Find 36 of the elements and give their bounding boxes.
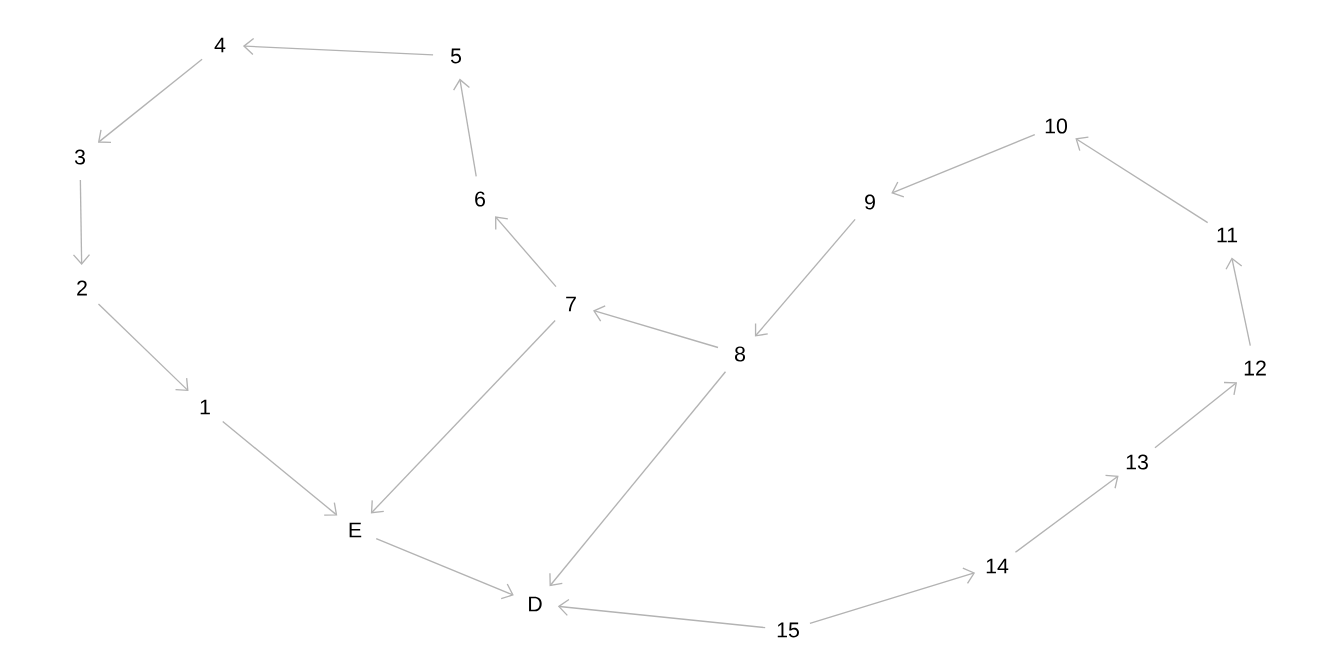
arrow xyxy=(97,58,203,144)
node-label: 12 xyxy=(1244,360,1266,376)
node-label: 4 xyxy=(214,37,226,53)
arrow xyxy=(1014,474,1119,553)
arrow xyxy=(495,216,557,288)
arrow xyxy=(549,371,727,587)
arrow xyxy=(452,78,477,178)
node-label: 11 xyxy=(1217,227,1238,243)
node-label: 10 xyxy=(1045,118,1068,134)
arrow xyxy=(1075,136,1209,224)
node-label: 6 xyxy=(475,191,485,207)
arrow xyxy=(375,538,514,600)
node-label: 14 xyxy=(986,558,1009,574)
arrow xyxy=(891,134,1036,198)
node-label: 2 xyxy=(77,280,87,296)
node-label: 9 xyxy=(865,194,875,210)
arrow xyxy=(222,420,338,516)
node-label: 3 xyxy=(74,149,85,165)
arrow xyxy=(370,319,556,514)
node-label: 15 xyxy=(777,622,799,638)
node-label: 7 xyxy=(566,296,576,312)
arrow xyxy=(593,305,719,349)
arrow xyxy=(557,598,766,629)
arrow xyxy=(1154,381,1238,449)
node-label: 13 xyxy=(1126,454,1148,470)
arrow xyxy=(1225,257,1251,347)
arrow xyxy=(242,37,434,56)
node-label: D xyxy=(529,596,542,612)
arrow xyxy=(809,567,976,624)
node-label: 5 xyxy=(450,48,462,64)
arrow xyxy=(72,179,91,266)
arrow xyxy=(754,218,856,337)
node-label: 1 xyxy=(200,399,210,415)
arrow xyxy=(97,303,189,392)
node-label: 8 xyxy=(735,346,745,362)
node-label: E xyxy=(349,522,362,538)
